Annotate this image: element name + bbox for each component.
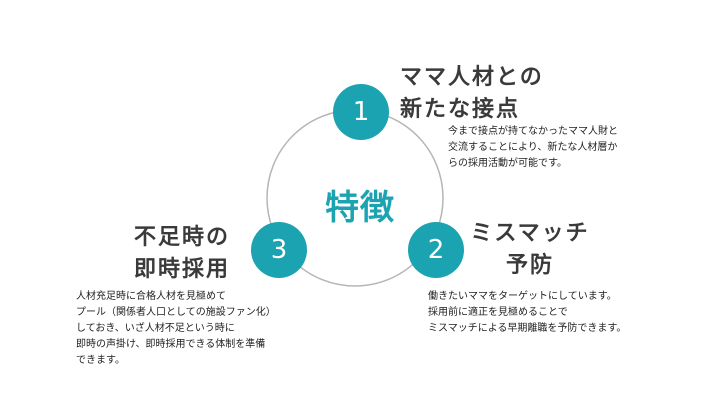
feature-1-desc-line: 今まで接点が持てなかったママ人財と xyxy=(448,126,618,137)
feature-3-description: 人材充足時に合格人材を見極めて プール（関係者人口としての施設ファン化） してお… xyxy=(76,289,276,369)
feature-3-desc-line: できます。 xyxy=(76,355,125,366)
feature-2-title: ミスマッチ 予防 xyxy=(470,218,590,282)
feature-2-desc-line: 採用前に適正を見極めることで xyxy=(428,307,568,318)
feature-3-title-line: 不足時の xyxy=(133,225,230,250)
feature-2-title-line: 予防 xyxy=(505,253,554,278)
feature-2-desc-line: ミスマッチによる早期離職を予防できます。 xyxy=(428,323,627,334)
feature-3-title-line: 即時採用 xyxy=(133,257,230,282)
feature-1-desc-line: らの採用活動が可能です。 xyxy=(448,158,567,169)
feature-1-number-badge: 1 xyxy=(333,84,389,140)
feature-1-desc-line: 交流することにより、新たな人材層か xyxy=(448,142,618,153)
feature-3-title: 不足時の 即時採用 xyxy=(120,222,230,286)
feature-3-desc-line: しておき、いざ人材不足という時に xyxy=(76,323,235,334)
center-label: 特徴 xyxy=(325,188,395,228)
feature-3-number-badge: 3 xyxy=(251,222,307,278)
feature-2-description: 働きたいママをターゲットにしています。 採用前に適正を見極めることで ミスマッチ… xyxy=(428,289,626,337)
feature-2-number-badge: 2 xyxy=(408,222,464,278)
feature-1-title-line: ママ人材との xyxy=(400,65,544,90)
feature-2-title-line: ミスマッチ xyxy=(470,221,590,246)
feature-1-title: ママ人材との 新たな接点 xyxy=(400,62,544,126)
feature-3-desc-line: 人材充足時に合格人材を見極めて xyxy=(76,291,226,302)
feature-1-description: 今まで接点が持てなかったママ人財と 交流することにより、新たな人材層か らの採用… xyxy=(448,124,618,172)
feature-3-desc-line: プール（関係者人口としての施設ファン化） xyxy=(76,307,276,318)
feature-3-desc-line: 即時の声掛け、即時採用できる体制を準備 xyxy=(76,339,266,350)
feature-1-title-line: 新たな接点 xyxy=(400,97,521,122)
feature-2-desc-line: 働きたいママをターゲットにしています。 xyxy=(428,291,617,302)
